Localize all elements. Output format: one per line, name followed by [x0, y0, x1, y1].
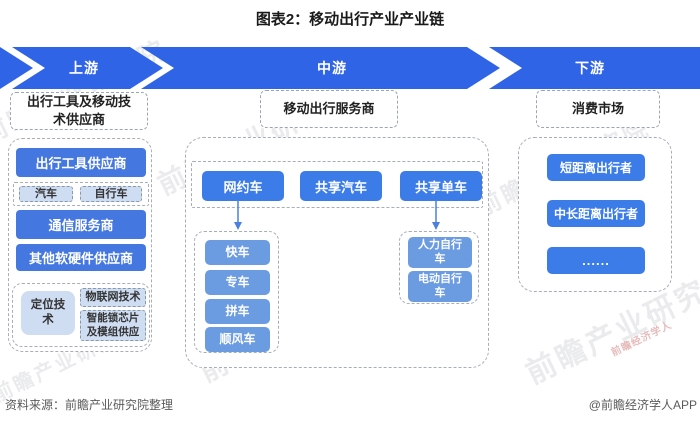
- hitch-box: 顺风车: [205, 327, 270, 352]
- vehicle-group: 汽车 自行车: [13, 182, 149, 206]
- other-consumers-box: ......: [547, 247, 645, 274]
- midstream-container: 网约车 共享汽车 共享单车 快车 专车 拼车 顺风车 人力自行 车 电动自行 车: [185, 137, 489, 368]
- chart-title: 图表2：移动出行产业产业链: [255, 11, 445, 28]
- tech-group: 定位技 术 物联网技术 智能锁芯片 及模组供应: [12, 283, 150, 347]
- source-note: 资料来源：前瞻产业研究院整理: [5, 398, 174, 412]
- iot-box: 物联网技术: [80, 288, 146, 307]
- bike-type-group: 人力自行 车 电动自行 车: [399, 231, 479, 304]
- bike-sharing-box: 共享单车: [400, 171, 482, 201]
- smart-lock-box: 智能锁芯片 及模组供应: [80, 310, 146, 341]
- credit-note: @前瞻经济学人APP: [588, 398, 697, 412]
- banner-label-midstream: 中游: [317, 60, 347, 76]
- bicycle-box: 自行车: [80, 186, 142, 202]
- ride-hailing-box: 网约车: [202, 171, 284, 201]
- car-box: 汽车: [19, 186, 73, 202]
- service-row: 网约车 共享汽车 共享单车: [191, 161, 483, 208]
- stage-banner: 上游 中游 下游: [0, 47, 700, 89]
- downstream-header-box: 消费市场: [536, 90, 660, 128]
- upstream-header-box: 出行工具及移动技 术供应商: [10, 92, 148, 130]
- manual-bike-box: 人力自行 车: [408, 237, 472, 268]
- watermark-accent-text: 前瞻经济学人: [609, 319, 674, 359]
- telecom-box: 通信服务商: [16, 210, 146, 239]
- banner-label-downstream: 下游: [575, 60, 605, 76]
- tool-supplier-box: 出行工具供应商: [16, 148, 146, 177]
- short-distance-box: 短距离出行者: [547, 154, 645, 181]
- upstream-container: 出行工具供应商 汽车 自行车 通信服务商 其他软硬件供应商 定位技 术 物联网技…: [8, 138, 152, 352]
- midstream-header-box: 移动出行服务商: [260, 90, 398, 128]
- premium-box: 专车: [205, 270, 270, 295]
- banner-label-upstream: 上游: [69, 60, 99, 76]
- mid-long-distance-box: 中长距离出行者: [547, 200, 645, 227]
- electric-bike-box: 电动自行 车: [408, 271, 472, 302]
- downstream-container: 短距离出行者 中长距离出行者 ......: [518, 137, 672, 292]
- positioning-box: 定位技 术: [21, 291, 75, 335]
- banner-arrow-shapes: [0, 47, 700, 89]
- ride-type-group: 快车 专车 拼车 顺风车: [194, 231, 279, 353]
- car-sharing-box: 共享汽车: [300, 171, 382, 201]
- express-box: 快车: [205, 240, 270, 265]
- other-hw-sw-box: 其他软硬件供应商: [16, 244, 146, 271]
- carpool-box: 拼车: [205, 299, 270, 324]
